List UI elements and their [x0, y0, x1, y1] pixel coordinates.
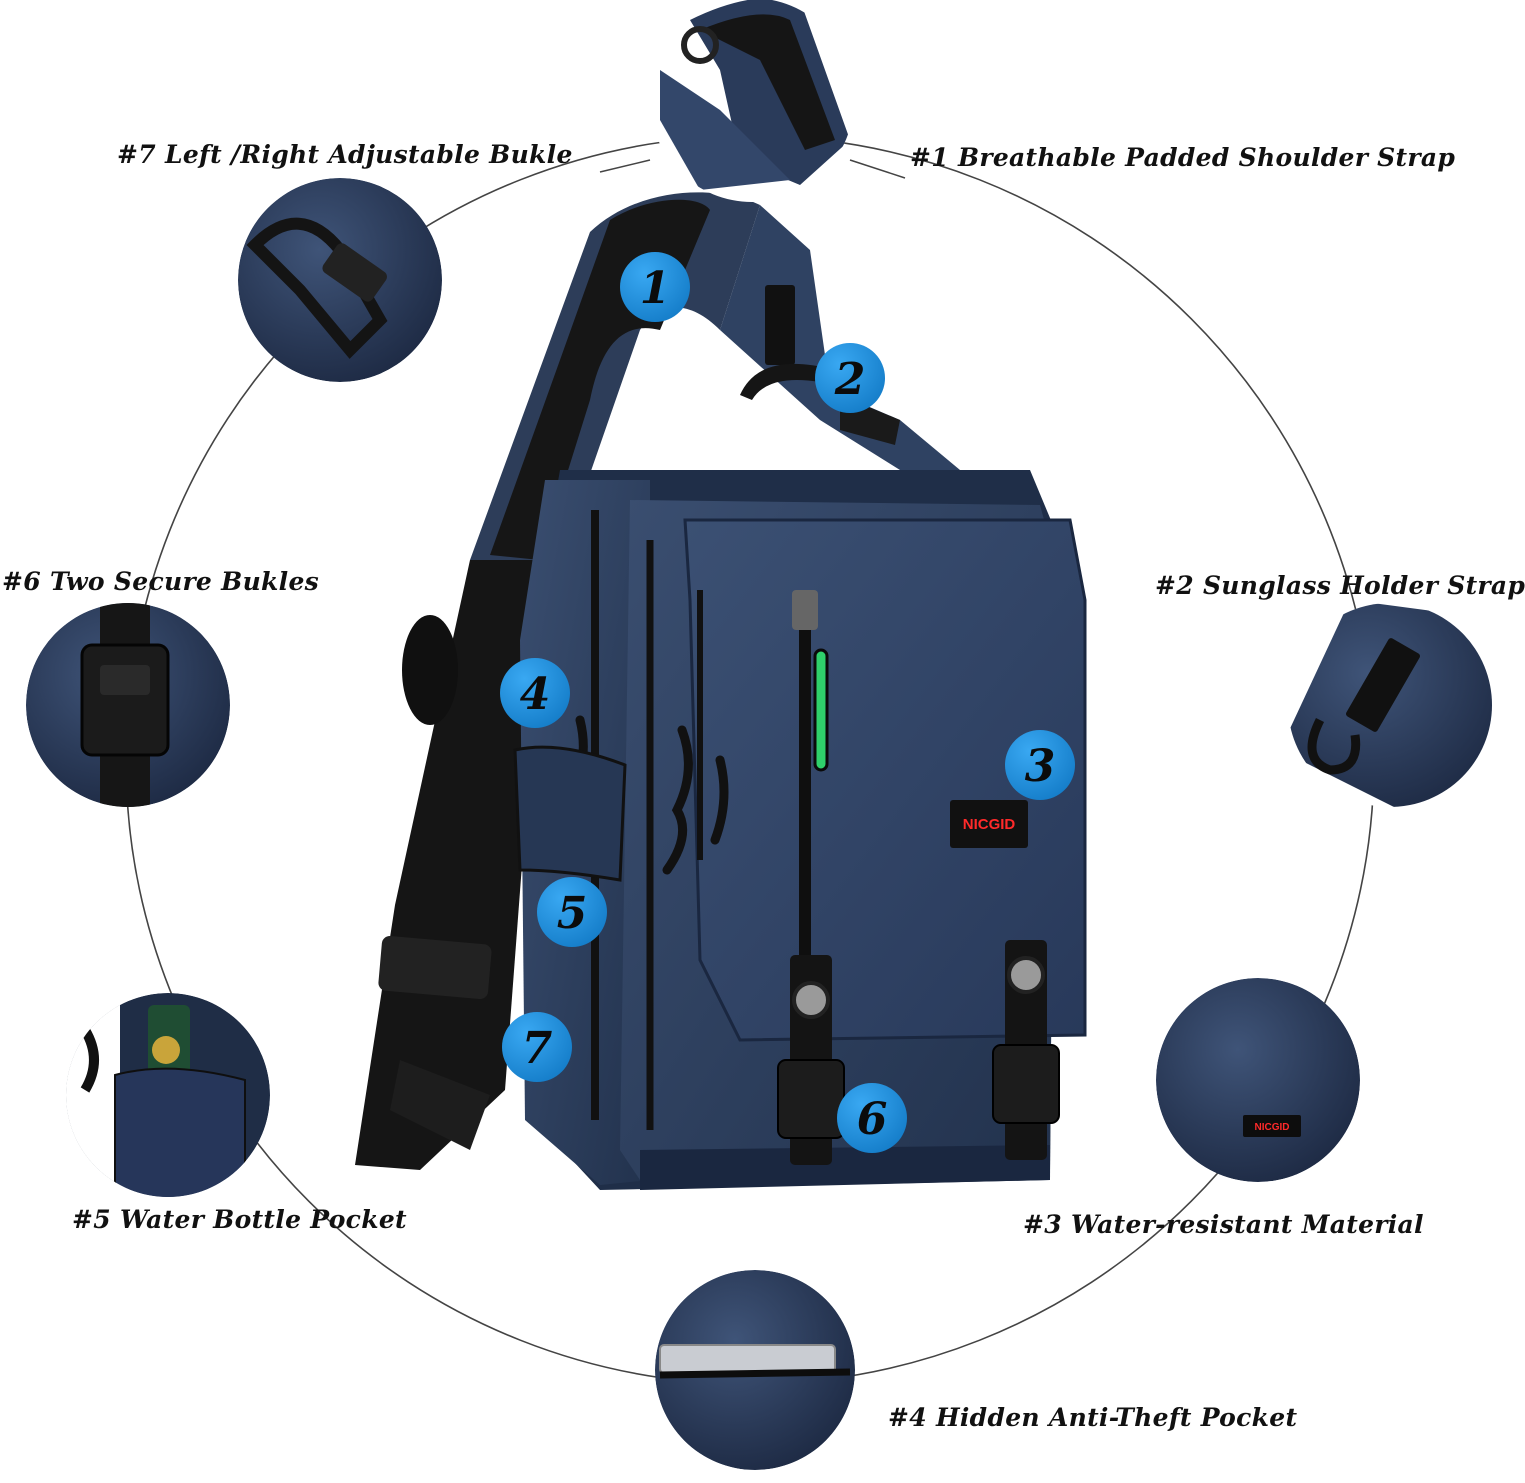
- badge-2: 2: [815, 343, 885, 413]
- badge-5: 5: [537, 877, 607, 947]
- swivel-hook-closeup-icon: [238, 178, 442, 382]
- svg-text:4: 4: [520, 669, 551, 720]
- bottle-pocket-closeup-icon: [66, 993, 270, 1197]
- feature-label-3: #3 Water-resistant Material: [1023, 1210, 1424, 1239]
- badge-1: 1: [620, 252, 690, 322]
- fabric-logo-closeup-icon: NICGID: [1156, 978, 1360, 1182]
- d-ring-strap-closeup-icon: [1288, 603, 1492, 807]
- badge-3: 3: [1005, 730, 1075, 800]
- connector-lines: [599, 159, 906, 179]
- feature-label-4: #4 Hidden Anti-Theft Pocket: [888, 1403, 1298, 1432]
- feature-label-1: #1 Breathable Padded Shoulder Strap: [910, 143, 1456, 172]
- svg-text:1: 1: [640, 263, 671, 314]
- svg-text:2: 2: [834, 354, 866, 405]
- side-release-buckle-closeup-icon: [26, 603, 230, 807]
- feature-label-6: #6 Two Secure Bukles: [2, 567, 320, 596]
- badge-6: 6: [837, 1083, 907, 1153]
- hidden-pocket-phone-closeup-icon: [655, 1270, 855, 1470]
- brand-patch: NICGID: [950, 800, 1028, 848]
- sling-bag-illustration: NICGID: [355, 192, 1087, 1190]
- closeup-brand-text: NICGID: [1255, 1122, 1290, 1133]
- badge-7: 7: [502, 1012, 572, 1082]
- svg-text:7: 7: [522, 1023, 553, 1074]
- svg-text:6: 6: [857, 1094, 888, 1145]
- brand-patch-text: NICGID: [963, 816, 1016, 833]
- badge-4: 4: [500, 658, 570, 728]
- feature-label-2: #2 Sunglass Holder Strap: [1155, 571, 1525, 600]
- feature-label-5: #5 Water Bottle Pocket: [72, 1205, 407, 1234]
- svg-text:5: 5: [557, 888, 588, 939]
- shoulder-strap-closeup-icon: [650, 0, 854, 202]
- feature-label-7: #7 Left /Right Adjustable Bukle: [117, 140, 573, 169]
- green-zipper-pull: [813, 648, 829, 772]
- svg-text:3: 3: [1025, 741, 1056, 792]
